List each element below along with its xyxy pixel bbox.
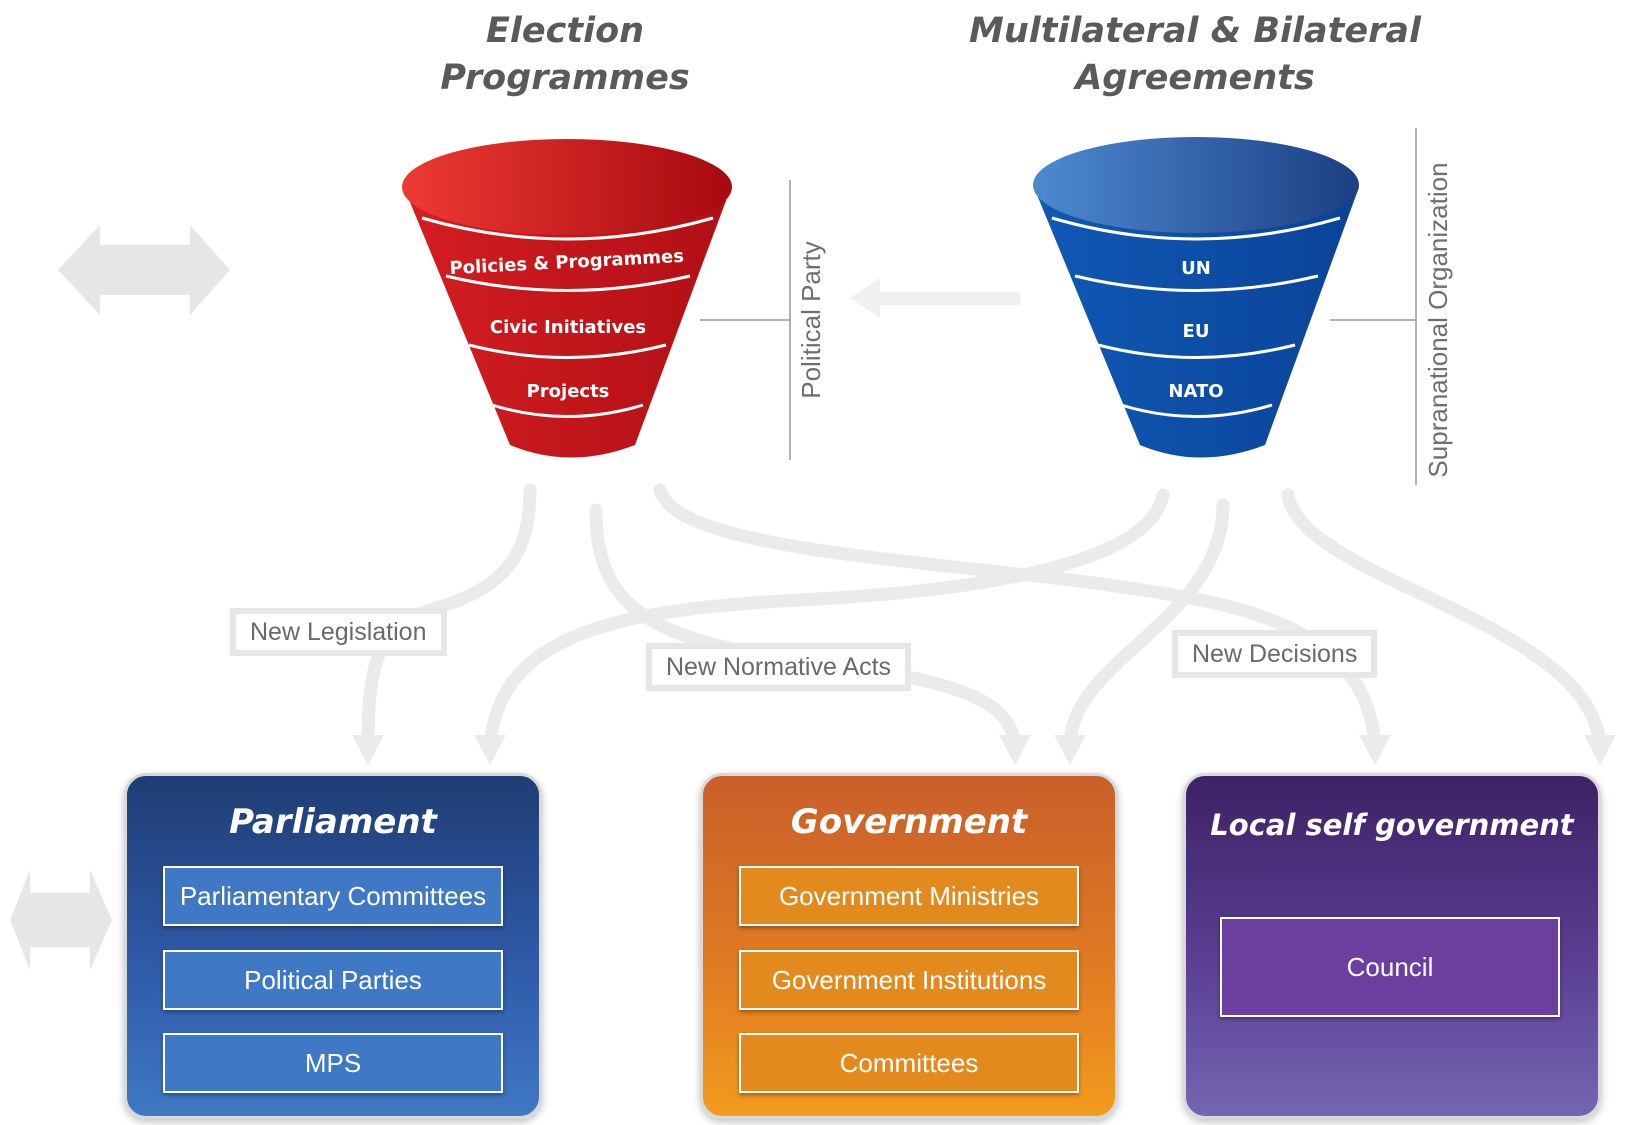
parliament-item: MPS (163, 1033, 503, 1093)
left-arrow-icon (850, 278, 1020, 318)
agreements-heading: Multilateral & Bilateral Agreements (969, 11, 1421, 98)
arrowhead-decisions (1359, 735, 1391, 765)
flow-curve-decisions (653, 483, 1382, 752)
funnel-level-un: UN (1181, 258, 1211, 279)
parliament-title: Parliament (229, 802, 437, 842)
flow-curve-un (483, 488, 1170, 752)
arrowhead-legislation-2 (474, 735, 506, 765)
agreements-funnel: UN EU NATO (1033, 137, 1359, 458)
funnel-level-nato: NATO (1168, 381, 1223, 402)
funnel-level-eu: EU (1183, 321, 1210, 342)
government-item: Government Ministries (739, 866, 1079, 926)
flow-curve-nato (1281, 488, 1607, 752)
new-decisions-label: New Decisions (1172, 630, 1378, 678)
new-legislation-label: New Legislation (230, 608, 447, 656)
government-box: Government Government Ministries Governm… (700, 773, 1118, 1119)
parliament-item: Political Parties (163, 950, 503, 1010)
double-arrow-icon-bottom (10, 870, 112, 970)
funnel-level-2: Civic Initiatives (490, 317, 646, 338)
council-item: Council (1220, 917, 1560, 1017)
government-item: Committees (739, 1033, 1079, 1093)
election-programmes-heading: Election Programmes (440, 11, 690, 98)
arrowhead-nato (1584, 735, 1616, 765)
arrowhead-eu (1054, 735, 1086, 765)
election-funnel: Policies & Programmes Civic Initiatives … (402, 139, 732, 458)
arrowhead-legislation (352, 735, 384, 765)
government-title: Government (790, 802, 1028, 842)
government-item: Government Institutions (739, 950, 1079, 1010)
parliament-item: Parliamentary Committees (163, 866, 503, 926)
supranational-organization-label: Supranational Organization (1423, 162, 1453, 477)
political-party-label: Political Party (796, 241, 826, 399)
arrowhead-normative (999, 735, 1031, 765)
local-self-government-box: Local self government Council (1183, 773, 1601, 1119)
local-self-government-title: Local self government (1210, 808, 1574, 842)
funnel-level-3: Projects (527, 381, 610, 402)
flow-curve-eu (1063, 498, 1230, 752)
new-normative-acts-label: New Normative Acts (646, 643, 912, 691)
double-arrow-icon-top (58, 225, 230, 315)
parliament-box: Parliament Parliamentary Committees Poli… (124, 773, 542, 1119)
